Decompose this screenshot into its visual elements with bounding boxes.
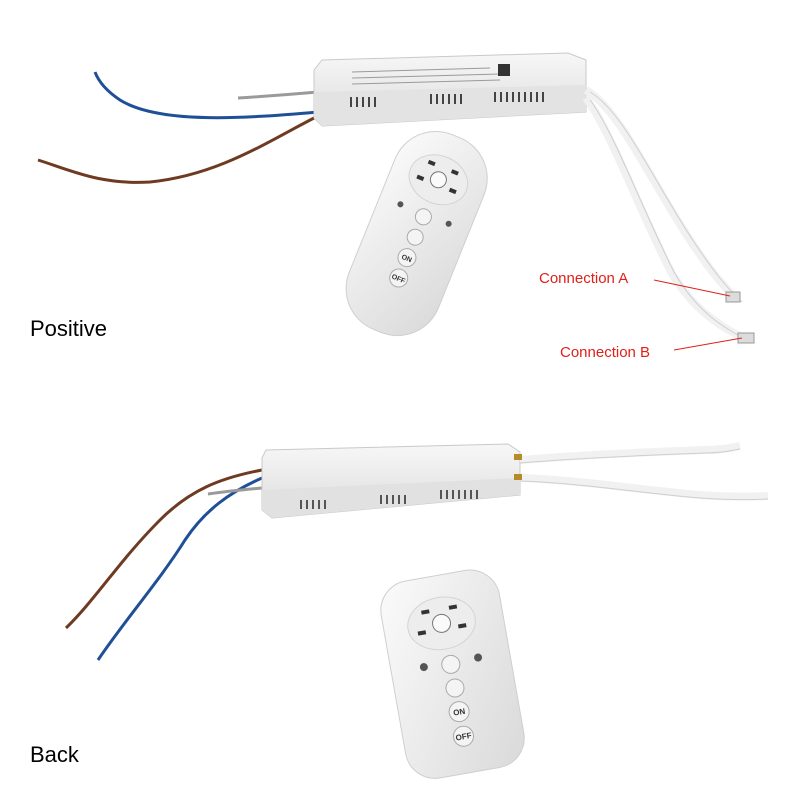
white-wire-a	[583, 86, 741, 303]
grey-wire-bottom	[207, 486, 263, 496]
driver-vents-top	[350, 92, 544, 107]
driver-vents-bottom	[300, 490, 478, 509]
off-label-bottom: OFF	[455, 731, 472, 743]
off-button-bottom	[452, 725, 474, 747]
driver-print-top	[351, 67, 501, 85]
white-wire-d-edge	[519, 480, 769, 501]
on-button-top	[397, 248, 417, 268]
white-wire-c	[519, 442, 741, 464]
connection-b-pointer	[673, 337, 743, 351]
on-label-bottom: ON	[453, 707, 467, 718]
white-wire-a-edge	[589, 91, 743, 303]
qr-code-top	[498, 64, 510, 76]
driver-bottom-group	[64, 442, 769, 661]
connection-a-label: Connection A	[539, 270, 629, 287]
connection-a-pointer	[653, 279, 731, 297]
driver-top-group	[37, 52, 755, 351]
brass-terminal-1	[514, 454, 522, 460]
driver-side-bottom	[262, 478, 520, 518]
white-wire-c-edge	[519, 448, 741, 464]
remote-control-top: ON OFF	[345, 130, 488, 337]
on-label-top: ON	[400, 254, 412, 264]
driver-side-top	[314, 85, 586, 126]
white-wire-b	[582, 95, 750, 344]
connector-a	[725, 291, 741, 303]
positive-label: Positive	[30, 316, 108, 341]
connector-b	[737, 332, 755, 344]
blue-wire-top	[93, 71, 319, 120]
white-wire-d	[519, 474, 769, 501]
on-button-bottom	[448, 701, 470, 723]
brass-terminal-2	[514, 474, 522, 480]
brown-wire-top	[37, 114, 319, 184]
remote-control-bottom: ON OFF	[380, 569, 525, 779]
connection-b-label: Connection B	[560, 344, 651, 361]
back-label: Back	[30, 742, 79, 767]
grey-wire-top	[237, 90, 319, 100]
blue-wire-bottom	[96, 476, 263, 661]
white-wire-b-edge	[589, 99, 753, 343]
off-button-top	[389, 268, 409, 288]
brown-wire-bottom	[64, 468, 263, 630]
